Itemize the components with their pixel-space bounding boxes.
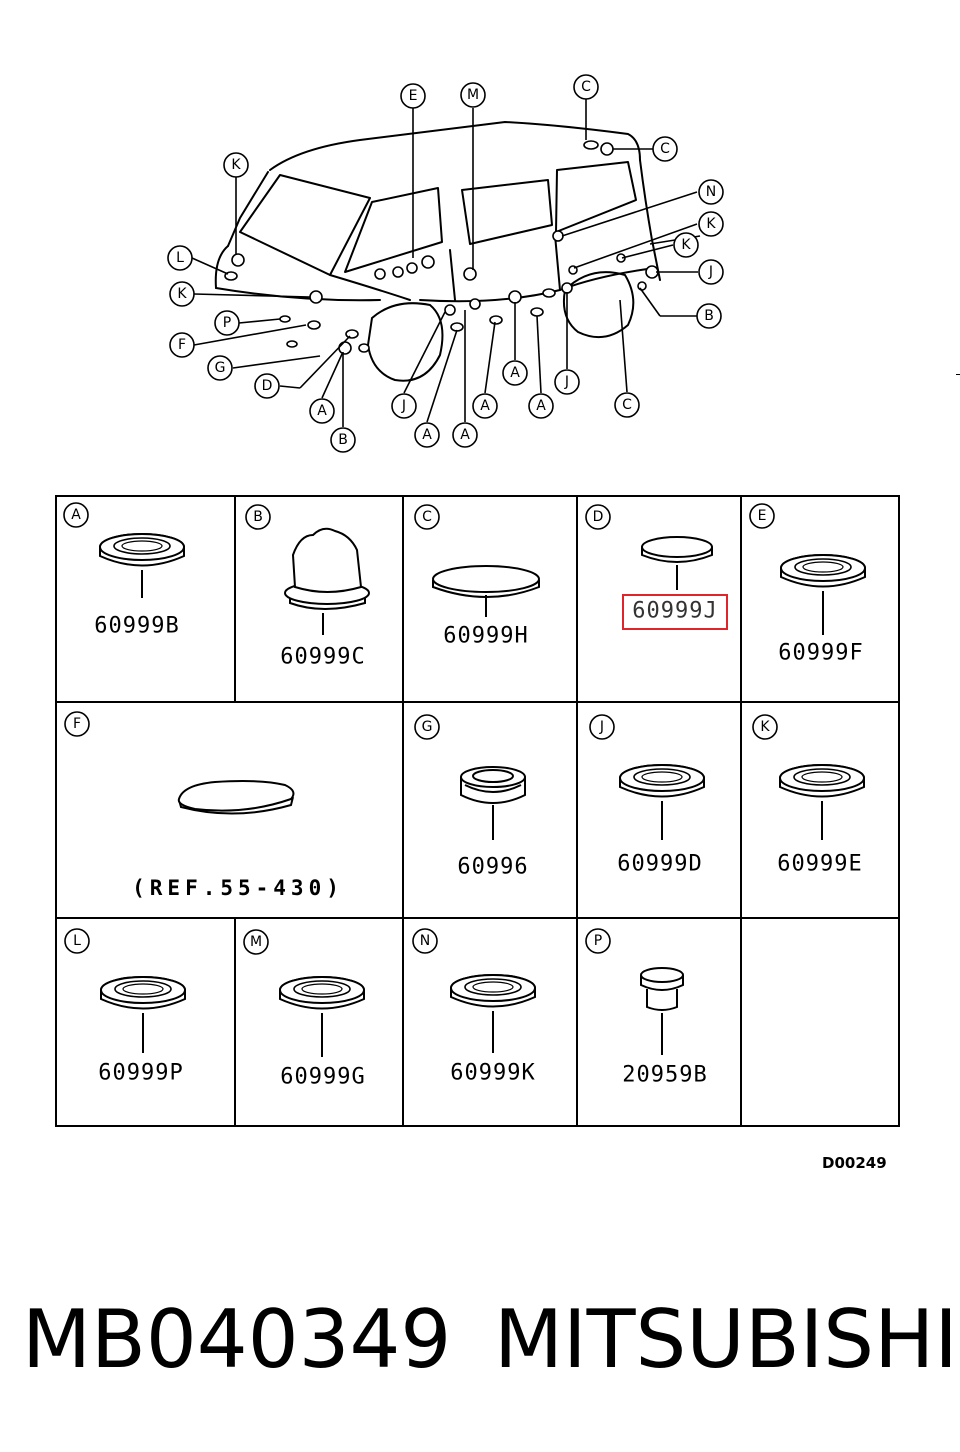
reference-label: (REF.55-430) [132, 876, 344, 900]
callout-label: C [660, 141, 670, 157]
callout-label: J [401, 398, 406, 414]
cell-letter: L [73, 933, 81, 949]
part-code: 60999G [280, 1065, 365, 1090]
callout-label: M [467, 87, 479, 103]
part-code: 60999H [443, 624, 528, 649]
callout-label: L [176, 250, 184, 266]
grommet-a-illustration [99, 533, 185, 598]
cell-letter: P [594, 933, 602, 949]
callout-label: K [681, 237, 691, 253]
callout-label: B [338, 432, 348, 448]
cell-letter: N [420, 933, 430, 949]
callout-label: N [706, 184, 716, 200]
callout-label: E [409, 88, 418, 104]
grommet-n-illustration [450, 974, 536, 1053]
plug-f-illustration [177, 780, 295, 815]
part-code: 60999E [777, 852, 862, 877]
callout-label: A [510, 365, 520, 381]
cell-letter-circles [63, 502, 778, 955]
part-code-highlighted: 60999J [632, 599, 717, 624]
grommet-j-illustration [619, 764, 705, 840]
part-codes: 60999B 60999C 60999H 60999J 60999F (REF.… [94, 599, 863, 1090]
callout-label: D [262, 378, 273, 394]
cell-letter: B [253, 509, 263, 525]
part-code: 60999B [94, 614, 179, 639]
plug-c-illustration [432, 565, 540, 617]
callout-label: C [622, 397, 632, 413]
callout-label: A [460, 427, 470, 443]
highlight-box [622, 594, 728, 630]
cell-letter: M [250, 934, 262, 950]
footer: MB040349 MITSUBISHI [22, 1290, 958, 1390]
callout-label: G [215, 360, 226, 376]
callout-label: A [317, 403, 327, 419]
plug-b-illustration [284, 527, 370, 635]
grommet-e-illustration [780, 554, 866, 635]
callout-label: A [536, 398, 546, 414]
callout-label: K [177, 286, 187, 302]
brand-name: MITSUBISHI [494, 1293, 958, 1386]
cell-letters: A B C D E F G J K L M N P [71, 507, 770, 950]
callout-circles [167, 74, 724, 453]
callout-label: A [480, 398, 490, 414]
cell-letter: A [71, 507, 81, 523]
callout-label: B [704, 308, 714, 324]
part-code: 20959B [622, 1063, 707, 1088]
table-grid [55, 495, 900, 1127]
cell-letter: J [599, 719, 604, 735]
part-code: 60996 [457, 855, 528, 880]
callout-label: C [581, 79, 591, 95]
car-body-diagram: E M C C K N K K J L K P F G D A B J A A … [167, 74, 724, 453]
part-code: 60999C [280, 645, 365, 670]
callout-labels: E M C C K N K K J L K P F G D A B J A A … [176, 79, 716, 448]
part-code: 60999P [98, 1061, 183, 1086]
car-outline [214, 121, 661, 382]
plug-d-illustration [641, 536, 713, 590]
callout-label: F [178, 337, 186, 353]
cell-letter: D [593, 509, 604, 525]
plug-p-illustration [640, 967, 684, 1055]
callout-label: P [223, 315, 231, 331]
diagram-code: D00249 [822, 1154, 887, 1172]
cell-letter: G [422, 719, 433, 735]
callout-label: A [422, 427, 432, 443]
grommet-k-illustration [779, 764, 865, 840]
part-code: 60999K [450, 1061, 535, 1086]
callout-label: J [708, 264, 713, 280]
grommet-g-illustration [460, 766, 526, 840]
grommet-l-illustration [100, 976, 186, 1053]
leader-lines [191, 99, 701, 427]
callout-label: K [706, 216, 716, 232]
part-illustrations [99, 527, 866, 1057]
part-number: MB040349 [22, 1293, 452, 1386]
callout-label: J [564, 374, 569, 390]
part-code: 60999D [617, 852, 702, 877]
parts-table: A B C D E F G J K L M N P [55, 495, 900, 1127]
cell-letter: F [73, 716, 81, 732]
cell-letter: E [758, 508, 767, 524]
cell-letter: K [760, 719, 770, 735]
cell-letter: C [422, 509, 432, 525]
grommet-m-illustration [279, 976, 365, 1057]
margin-tick [956, 374, 960, 375]
part-code: 60999F [778, 641, 863, 666]
callout-label: K [231, 157, 241, 173]
